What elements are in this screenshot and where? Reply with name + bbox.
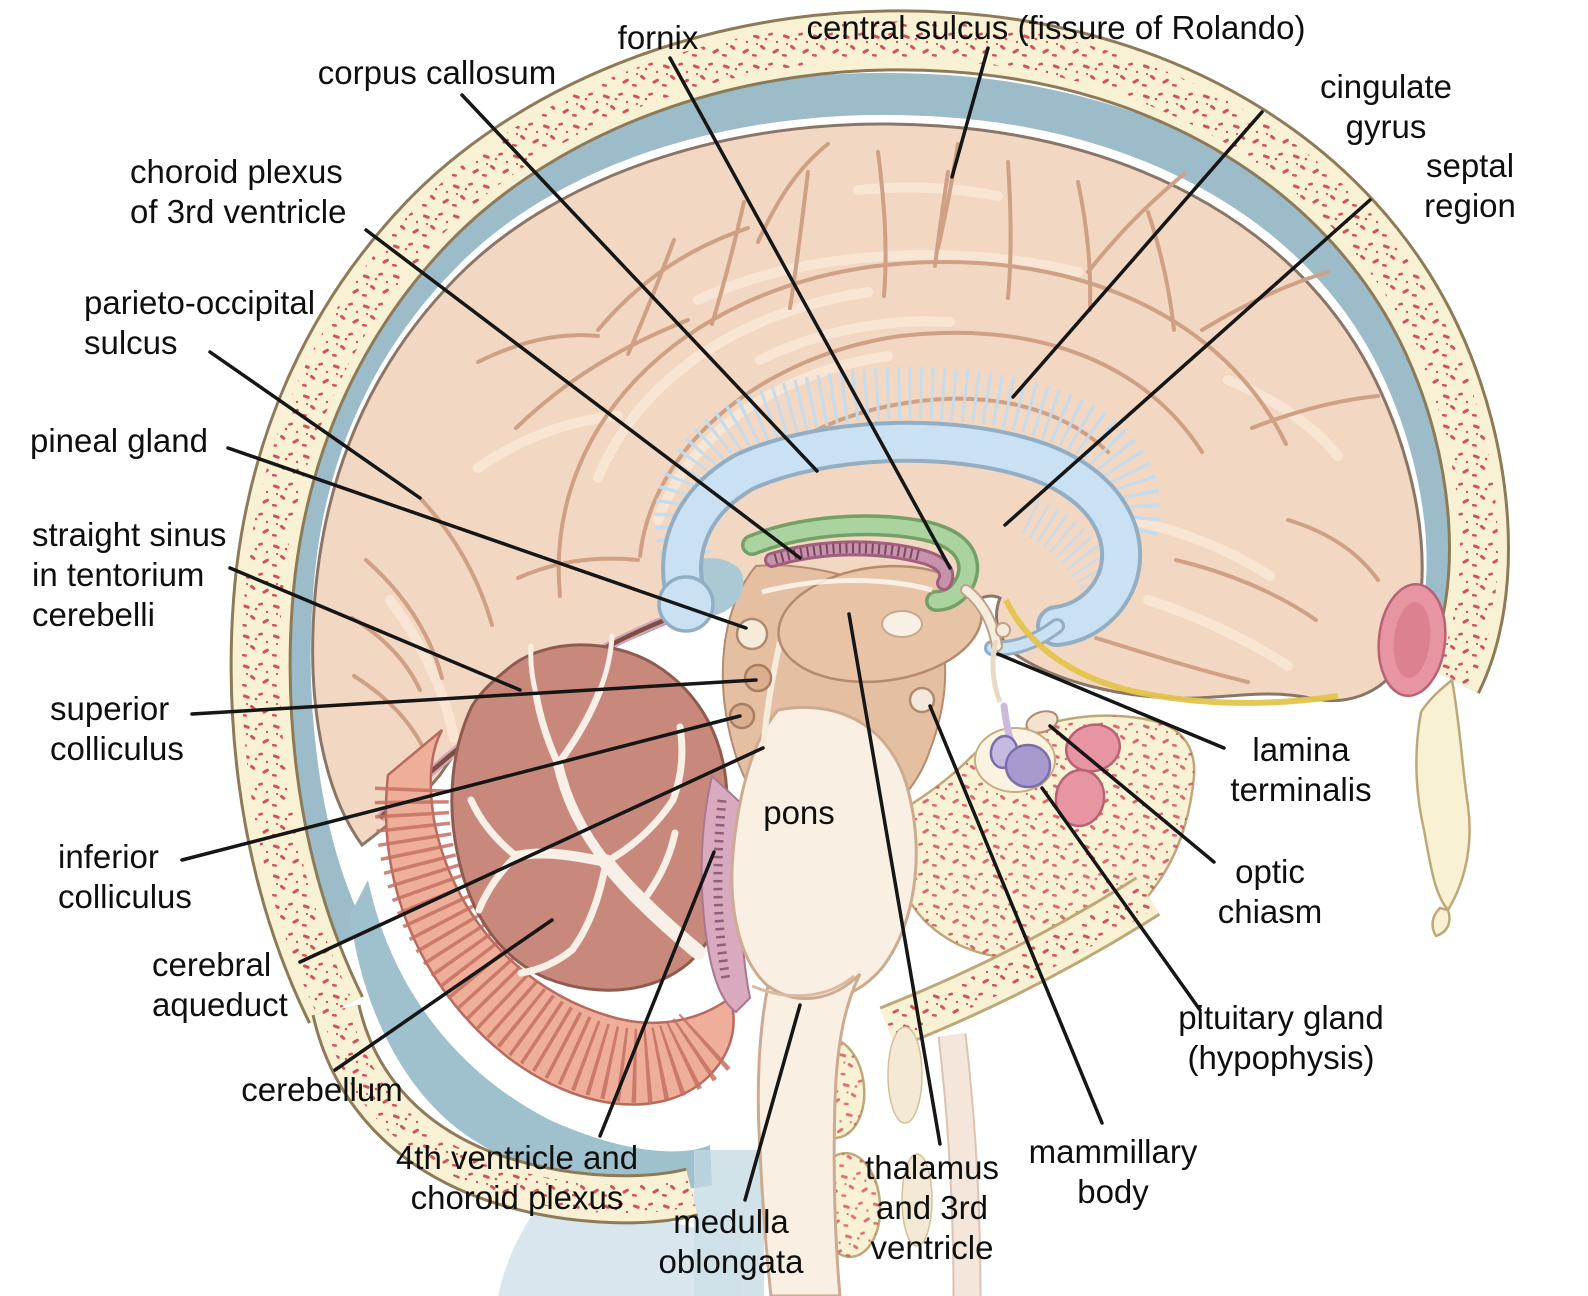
label-superior-colliculus: superior colliculus [50,690,184,767]
pons-shape [730,705,918,1004]
arbor-vitae-twigs [467,686,686,977]
corona-radiata-fringe [654,366,1161,569]
leader-line-fourth-ventricle [598,850,716,1138]
leader-line-medulla [743,1003,802,1202]
lamina-terminalis-membrane [990,639,1003,703]
clivus [879,876,1161,1050]
leader-line-fornix [668,56,952,570]
hypothalamic-yellow-line [1003,598,1339,706]
label-pineal-gland: pineal gland [30,422,208,459]
pituitary-anterior-lobe [1004,743,1052,789]
frontal-nasal-bone [1377,582,1471,938]
label-pituitary-gland: pituitary gland (hypophysis) [1178,999,1384,1076]
label-inferior-colliculus: inferior colliculus [58,838,192,915]
label-cerebellum: cerebellum [241,1071,403,1108]
inferior-colliculus-bump [728,702,756,730]
leader-line-lamina-terminalis [996,652,1226,750]
label-mammillary-body: mammillary body [1028,1133,1198,1210]
leader-line-straight-sinus [228,566,522,692]
label-fourth-ventricle: 4th ventricle and choroid plexus [395,1139,639,1216]
cerebrum [311,122,1424,848]
skull [229,9,1510,1225]
label-lamina-terminalis: lamina terminalis [1230,731,1372,808]
leader-lines [180,46,1372,1202]
label-medulla-oblongata: medulla oblongata [658,1203,804,1280]
label-corpus-callosum: corpus callosum [317,54,557,91]
sphenoid-sinus [1054,723,1122,828]
leader-line-superior-colliculus [190,678,758,716]
pineal-gland-shape [735,617,769,651]
mammillary-body-shape [908,686,936,714]
arbor-vitae-tips [528,633,615,697]
label-pons: pons [763,794,835,831]
label-fornix: fornix [617,19,699,56]
label-choroid-plexus-3rd: choroid plexus of 3rd ventricle [130,153,347,230]
leader-line-pineal-gland [226,446,748,630]
leader-line-mammillary-body [928,704,1104,1125]
fourth-ventricle-choroid-hatch [713,799,731,981]
leader-line-corpus-callosum [460,93,819,473]
label-thalamus-3rd: thalamus and 3rd ventricle [865,1149,999,1266]
superior-colliculus-bump [743,663,773,693]
arbor-vitae-branches [511,759,611,867]
anterior-commissure [995,622,1011,638]
leader-line-central-sulcus [950,46,990,179]
leader-line-inferior-colliculus [180,714,742,862]
label-septal-region: septal region [1424,147,1516,224]
leader-line-cerebral-aqueduct [298,746,765,964]
cerebellum-shape [374,633,735,1106]
occipital-bone [311,1004,699,1225]
third-ventricle-roof-highlight [761,578,933,595]
cisterna-below-cerebellum [350,880,712,1192]
leader-line-cerebellum [333,918,554,1072]
label-cerebral-aqueduct: cerebral aqueduct [152,946,288,1023]
label-optic-chiasm: optic chiasm [1217,853,1323,930]
leader-line-parieto-occipital [208,350,422,500]
label-cingulate-gyrus: cingulate gyrus [1319,68,1453,145]
label-straight-sinus: straight sinus in tentorium cerebelli [32,516,227,633]
corpus-callosum-band [665,424,1139,643]
cerebellum-folia-lamination [374,786,732,1103]
cortex-sulci [350,142,1380,772]
choroid-plexus-band [767,543,952,588]
cerebral-aqueduct-channel [760,641,783,753]
medulla-shape [756,972,862,1296]
label-parieto-occipital: parieto-occipital sulcus [84,284,316,361]
leader-line-cingulate-gyrus [1011,110,1264,399]
leader-line-septal-region [1003,198,1372,527]
leader-line-choroid-plexus [364,228,802,560]
label-central-sulcus: central sulcus (fissure of Rolando) [806,9,1306,46]
leader-line-pituitary [1040,786,1202,1012]
cc-splenium [657,575,715,633]
interventricular-foramen [881,610,923,638]
pontomedullary-groove [751,974,855,998]
arbor-vitae [598,854,706,960]
leader-line-thalamus [847,612,942,1146]
diencephalon [654,366,1339,793]
leader-line-optic-chiasm [1048,724,1216,864]
cranial-vault [229,9,1510,1024]
